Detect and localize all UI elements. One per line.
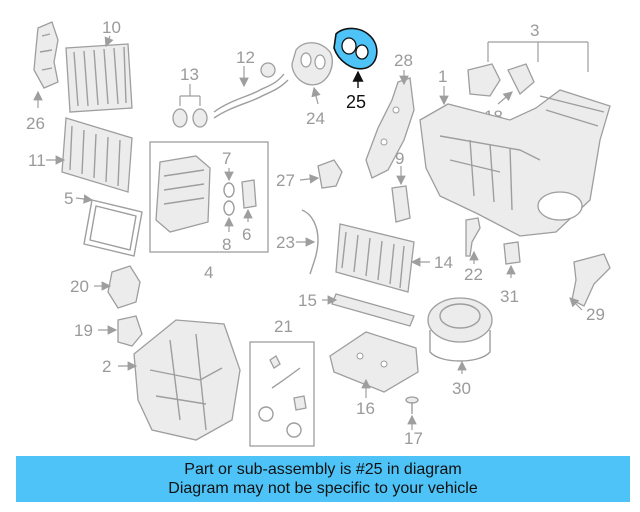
- part-4-kit[interactable]: [149, 141, 269, 253]
- part-26-bracket[interactable]: [33, 21, 59, 89]
- callout-9: 9: [395, 149, 404, 168]
- part-1-hvac-housing[interactable]: [419, 89, 611, 237]
- part-15-seal-strip[interactable]: [331, 293, 415, 327]
- part-21-kit[interactable]: [249, 341, 315, 447]
- part-20-resistor[interactable]: [107, 265, 141, 309]
- part-24-gasket[interactable]: [291, 42, 333, 86]
- part-17-screw[interactable]: [405, 396, 419, 414]
- part-27-sensor[interactable]: [317, 159, 343, 189]
- callout-21: 21: [274, 317, 293, 336]
- part-11-evaporator[interactable]: [61, 117, 133, 193]
- callout-4: 4: [204, 263, 213, 282]
- callout-28: 28: [394, 51, 413, 70]
- callout-23: 23: [276, 233, 295, 252]
- part-10-heater-core[interactable]: [65, 43, 133, 113]
- callout-17: 17: [404, 429, 423, 448]
- callout-12: 12: [236, 48, 255, 67]
- part-14-cabin-filter[interactable]: [335, 223, 415, 293]
- part-22-fastener[interactable]: [465, 217, 481, 257]
- banner-line-1: Part or sub-assembly is #25 in diagram: [184, 461, 462, 478]
- callout-26: 26: [26, 114, 45, 133]
- part-19-actuator-motor[interactable]: [117, 315, 143, 347]
- callout-22: 22: [464, 265, 483, 284]
- callout-29: 29: [586, 305, 605, 324]
- banner-line-2: Diagram may not be specific to your vehi…: [168, 480, 478, 497]
- part-2-lower-housing[interactable]: [133, 319, 241, 441]
- part-7-8-o-rings[interactable]: [223, 182, 235, 216]
- parts-diagram: 26 10 11 5 12 13 24: [26, 18, 611, 448]
- part-9-control-unit[interactable]: [391, 185, 411, 223]
- callout-20: 20: [70, 277, 89, 296]
- callout-8: 8: [222, 235, 231, 254]
- callout-25: 25: [346, 92, 366, 112]
- callout-1: 1: [438, 67, 447, 86]
- callout-16: 16: [356, 399, 375, 418]
- part-18-actuator[interactable]: [467, 63, 535, 97]
- part-23-drain-hose[interactable]: [301, 209, 319, 275]
- part-29-duct[interactable]: [571, 253, 611, 307]
- part-13-o-rings[interactable]: [172, 108, 208, 128]
- callout-6: 6: [242, 225, 251, 244]
- part-12-pipe[interactable]: [213, 62, 289, 119]
- callout-10: 10: [102, 18, 121, 37]
- part-31-sensor[interactable]: [503, 241, 521, 265]
- callout-7: 7: [222, 149, 231, 168]
- callout-14: 14: [434, 253, 453, 272]
- callout-2: 2: [102, 357, 111, 376]
- callout-19: 19: [74, 321, 93, 340]
- callout-27: 27: [276, 171, 295, 190]
- part-28-bracket[interactable]: [365, 77, 415, 179]
- callout-15: 15: [298, 291, 317, 310]
- info-banner: Part or sub-assembly is #25 in diagram D…: [16, 456, 630, 502]
- part-5-filter-frame[interactable]: [83, 199, 143, 257]
- part-16-tray[interactable]: [329, 331, 419, 393]
- callout-31: 31: [500, 287, 519, 306]
- part-6-expansion-valve[interactable]: [241, 179, 257, 209]
- callout-3: 3: [530, 21, 539, 40]
- callout-5: 5: [64, 189, 73, 208]
- callout-13: 13: [180, 65, 199, 84]
- part-30-blower-motor[interactable]: [427, 297, 493, 362]
- part-25-seal-highlighted[interactable]: [333, 27, 378, 70]
- callout-24: 24: [306, 109, 325, 128]
- callout-11: 11: [28, 151, 46, 170]
- callout-30: 30: [452, 379, 471, 398]
